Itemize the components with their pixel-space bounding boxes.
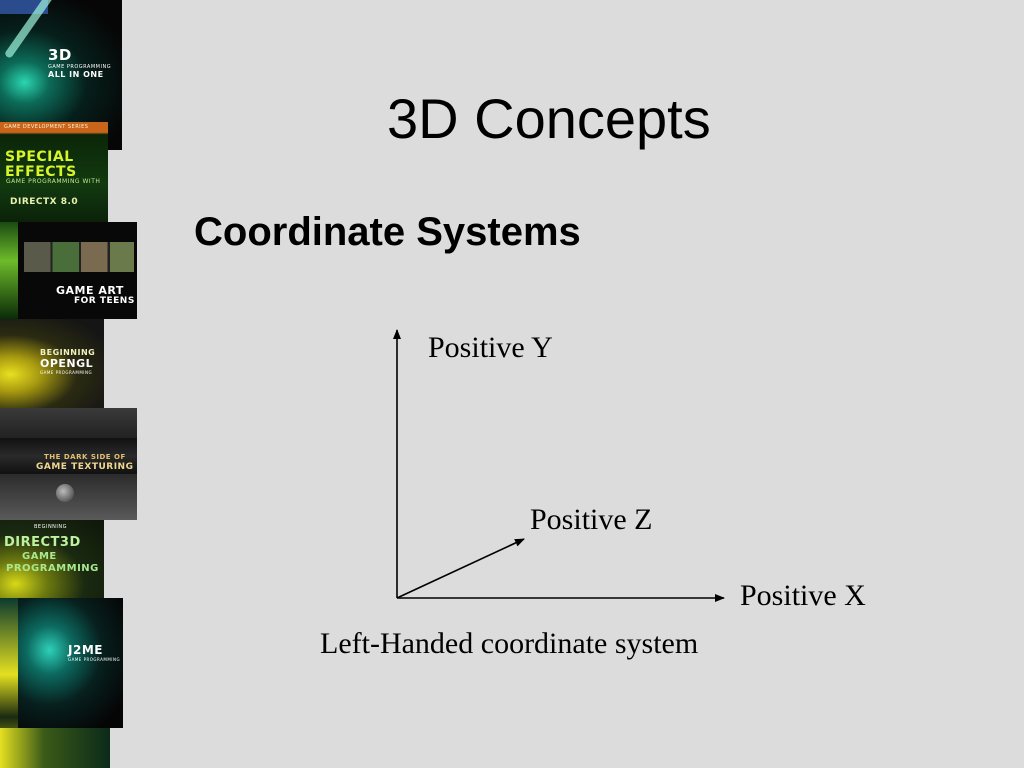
y-axis-label: Positive Y [428,331,553,364]
cover-text: ALL IN ONE [48,70,104,79]
book-cover-beginning-opengl-icon: BEGINNING OPENGL GAME PROGRAMMING [0,319,104,411]
cover-text: GAME ART [56,284,124,297]
cover-text: PROGRAMMING [6,563,99,574]
cover-text: GAME TEXTURING [36,462,134,472]
book-cover-j2me-icon: J2ME GAME PROGRAMMING [18,598,123,728]
cover-text: DIRECTX 8.0 [10,197,79,207]
slide-title: 3D Concepts [387,87,711,150]
cover-edge [0,598,18,768]
book-cover-dark-side-of-game-texturing-icon: THE DARK SIDE OF GAME TEXTURING [0,408,137,520]
cover-text: OPENGL [40,357,94,370]
cover-text: GAME PROGRAMMING WITH [6,178,101,185]
book-cover-strip: 3D GAME PROGRAMMING ALL IN ONE GAME DEVE… [0,0,140,768]
cover-edge [0,728,110,768]
z-axis-label: Positive Z [530,503,653,536]
cover-text: GAME PROGRAMMING [40,370,93,375]
cover-text: J2ME [68,643,103,657]
z-axis-arrow [396,538,525,599]
slide-subtitle: Coordinate Systems [194,210,581,254]
book-cover-special-effects-icon: GAME DEVELOPMENT SERIES SPECIAL EFFECTS … [0,122,108,226]
cover-text: GAME DEVELOPMENT SERIES [4,124,89,130]
cover-text: FOR TEENS [74,296,135,306]
book-cover-game-art-for-teens-icon: GAME ART FOR TEENS [18,222,137,319]
cover-text: 3D [48,46,72,64]
cover-text: THE DARK SIDE OF [44,453,126,461]
cover-text: GAME PROGRAMMING [48,64,112,70]
cover-text: GAME [22,551,57,562]
book-cover-beginning-direct3d-icon: BEGINNING DIRECT3D GAME PROGRAMMING [0,520,104,600]
diagram-caption: Left-Handed coordinate system [320,627,699,660]
cover-text: GAME PROGRAMMING [68,657,121,662]
cover-text: SPECIAL EFFECTS [5,149,77,180]
x-axis-label: Positive X [740,579,866,612]
cover-edge [0,222,18,319]
cover-text: BEGINNING [40,348,96,357]
cover-text: BEGINNING [34,524,68,530]
cover-text: DIRECT3D [4,535,81,550]
